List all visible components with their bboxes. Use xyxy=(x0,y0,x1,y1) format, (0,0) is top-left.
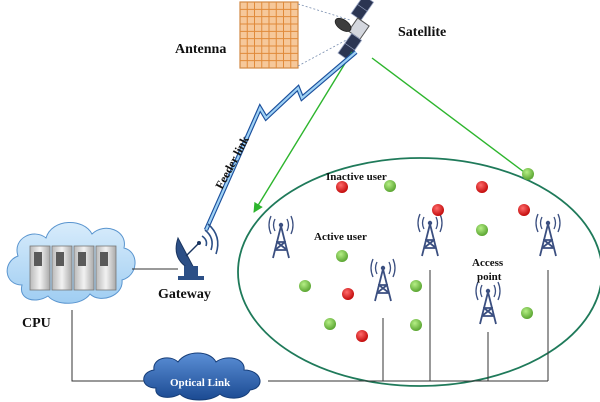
feeder-link-bolt xyxy=(203,50,358,231)
active-user-dot xyxy=(410,280,422,292)
optical-fronthaul-wiring xyxy=(71,270,549,382)
feeder-link-label: Feeder link xyxy=(212,133,252,191)
active-user-dot xyxy=(324,318,336,330)
satellite-icon xyxy=(334,0,375,61)
active-user-dot xyxy=(299,280,311,292)
active-user-dot xyxy=(410,319,422,331)
projection-line xyxy=(297,3,351,21)
optical-link-cloud xyxy=(143,352,261,401)
antenna-panel-icon xyxy=(239,1,299,69)
active-user-dot xyxy=(384,180,396,192)
inactive-user-label: Inactive user xyxy=(326,171,387,183)
access-point-label-line2: point xyxy=(477,271,502,283)
active-user-dot xyxy=(476,224,488,236)
projection-line xyxy=(297,37,351,67)
coverage-area xyxy=(237,157,600,387)
gateway-dish-icon xyxy=(175,223,219,280)
access-point-tower-icon xyxy=(417,213,443,257)
access-point-label-line1: Access xyxy=(472,257,504,269)
active-user-dot xyxy=(336,250,348,262)
users xyxy=(299,168,534,342)
server-rack-icon xyxy=(29,245,117,291)
beam-arrow-right xyxy=(371,57,533,179)
inactive-user-dot xyxy=(432,204,444,216)
access-point-tower-icon xyxy=(370,258,396,302)
access-points xyxy=(268,213,561,325)
inactive-user-dot xyxy=(342,288,354,300)
gateway-label: Gateway xyxy=(158,287,211,302)
antenna-label: Antenna xyxy=(175,42,226,57)
cpu-cloud xyxy=(6,221,136,304)
optical-link-label: Optical Link xyxy=(170,377,231,389)
active-user-dot xyxy=(521,307,533,319)
inactive-user-dot xyxy=(356,330,368,342)
inactive-user-dot xyxy=(476,181,488,193)
active-user-label: Active user xyxy=(314,231,367,243)
inactive-user-dot xyxy=(336,181,348,193)
cpu-label: CPU xyxy=(22,316,51,331)
satellite-label: Satellite xyxy=(398,25,446,40)
access-point-tower-icon xyxy=(268,215,294,259)
access-point-tower-icon xyxy=(535,213,561,257)
feeder-link-bolt-fill xyxy=(204,51,357,231)
beam-arrow-left xyxy=(253,51,353,213)
access-point-tower-icon xyxy=(475,281,501,325)
active-user-dot xyxy=(522,168,534,180)
inactive-user-dot xyxy=(518,204,530,216)
